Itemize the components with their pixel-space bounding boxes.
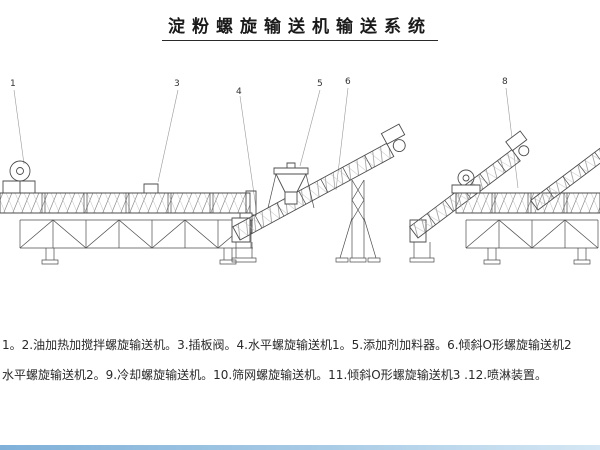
callout-leaders (14, 88, 518, 208)
callout-8: 8 (502, 77, 508, 87)
inclined-conveyor-3 (531, 137, 600, 210)
slide-valve (144, 184, 158, 193)
right-support-truss (466, 220, 598, 264)
legend-caption: 1。2.油加热加搅拌螺旋输送机。3.插板阀。4.水平螺旋输送机1。5.添加剂加料… (2, 330, 600, 390)
right-horizontal-conveyor (452, 170, 600, 213)
legend-line-2: 水平螺旋输送机2。9.冷却螺旋输送机。10.筛网螺旋输送机。11.倾斜O形螺旋输… (2, 368, 548, 382)
page-title-text: 淀粉螺旋输送机输送系统 (162, 12, 438, 41)
left-support-truss (20, 220, 253, 264)
bottom-decor-band (0, 445, 600, 450)
additive-feeder-hopper (268, 163, 314, 208)
legend-line-1: 1。2.油加热加搅拌螺旋输送机。3.插板阀。4.水平螺旋输送机1。5.添加剂加料… (2, 338, 572, 352)
callout-3: 3 (174, 79, 180, 89)
conveyor-system-drawing: 1 3 4 5 6 8 (0, 77, 600, 303)
callout-6: 6 (345, 77, 351, 87)
callout-1: 1 (10, 79, 16, 89)
callout-4: 4 (236, 87, 242, 97)
page-title: 淀粉螺旋输送机输送系统 (0, 12, 600, 41)
right-drive-motor (452, 170, 480, 193)
middle-support-tower (336, 180, 380, 262)
left-drive-motor (3, 161, 35, 193)
callout-5: 5 (317, 79, 323, 89)
left-horizontal-conveyor (0, 161, 256, 233)
inclined-conveyor-1 (228, 124, 412, 262)
